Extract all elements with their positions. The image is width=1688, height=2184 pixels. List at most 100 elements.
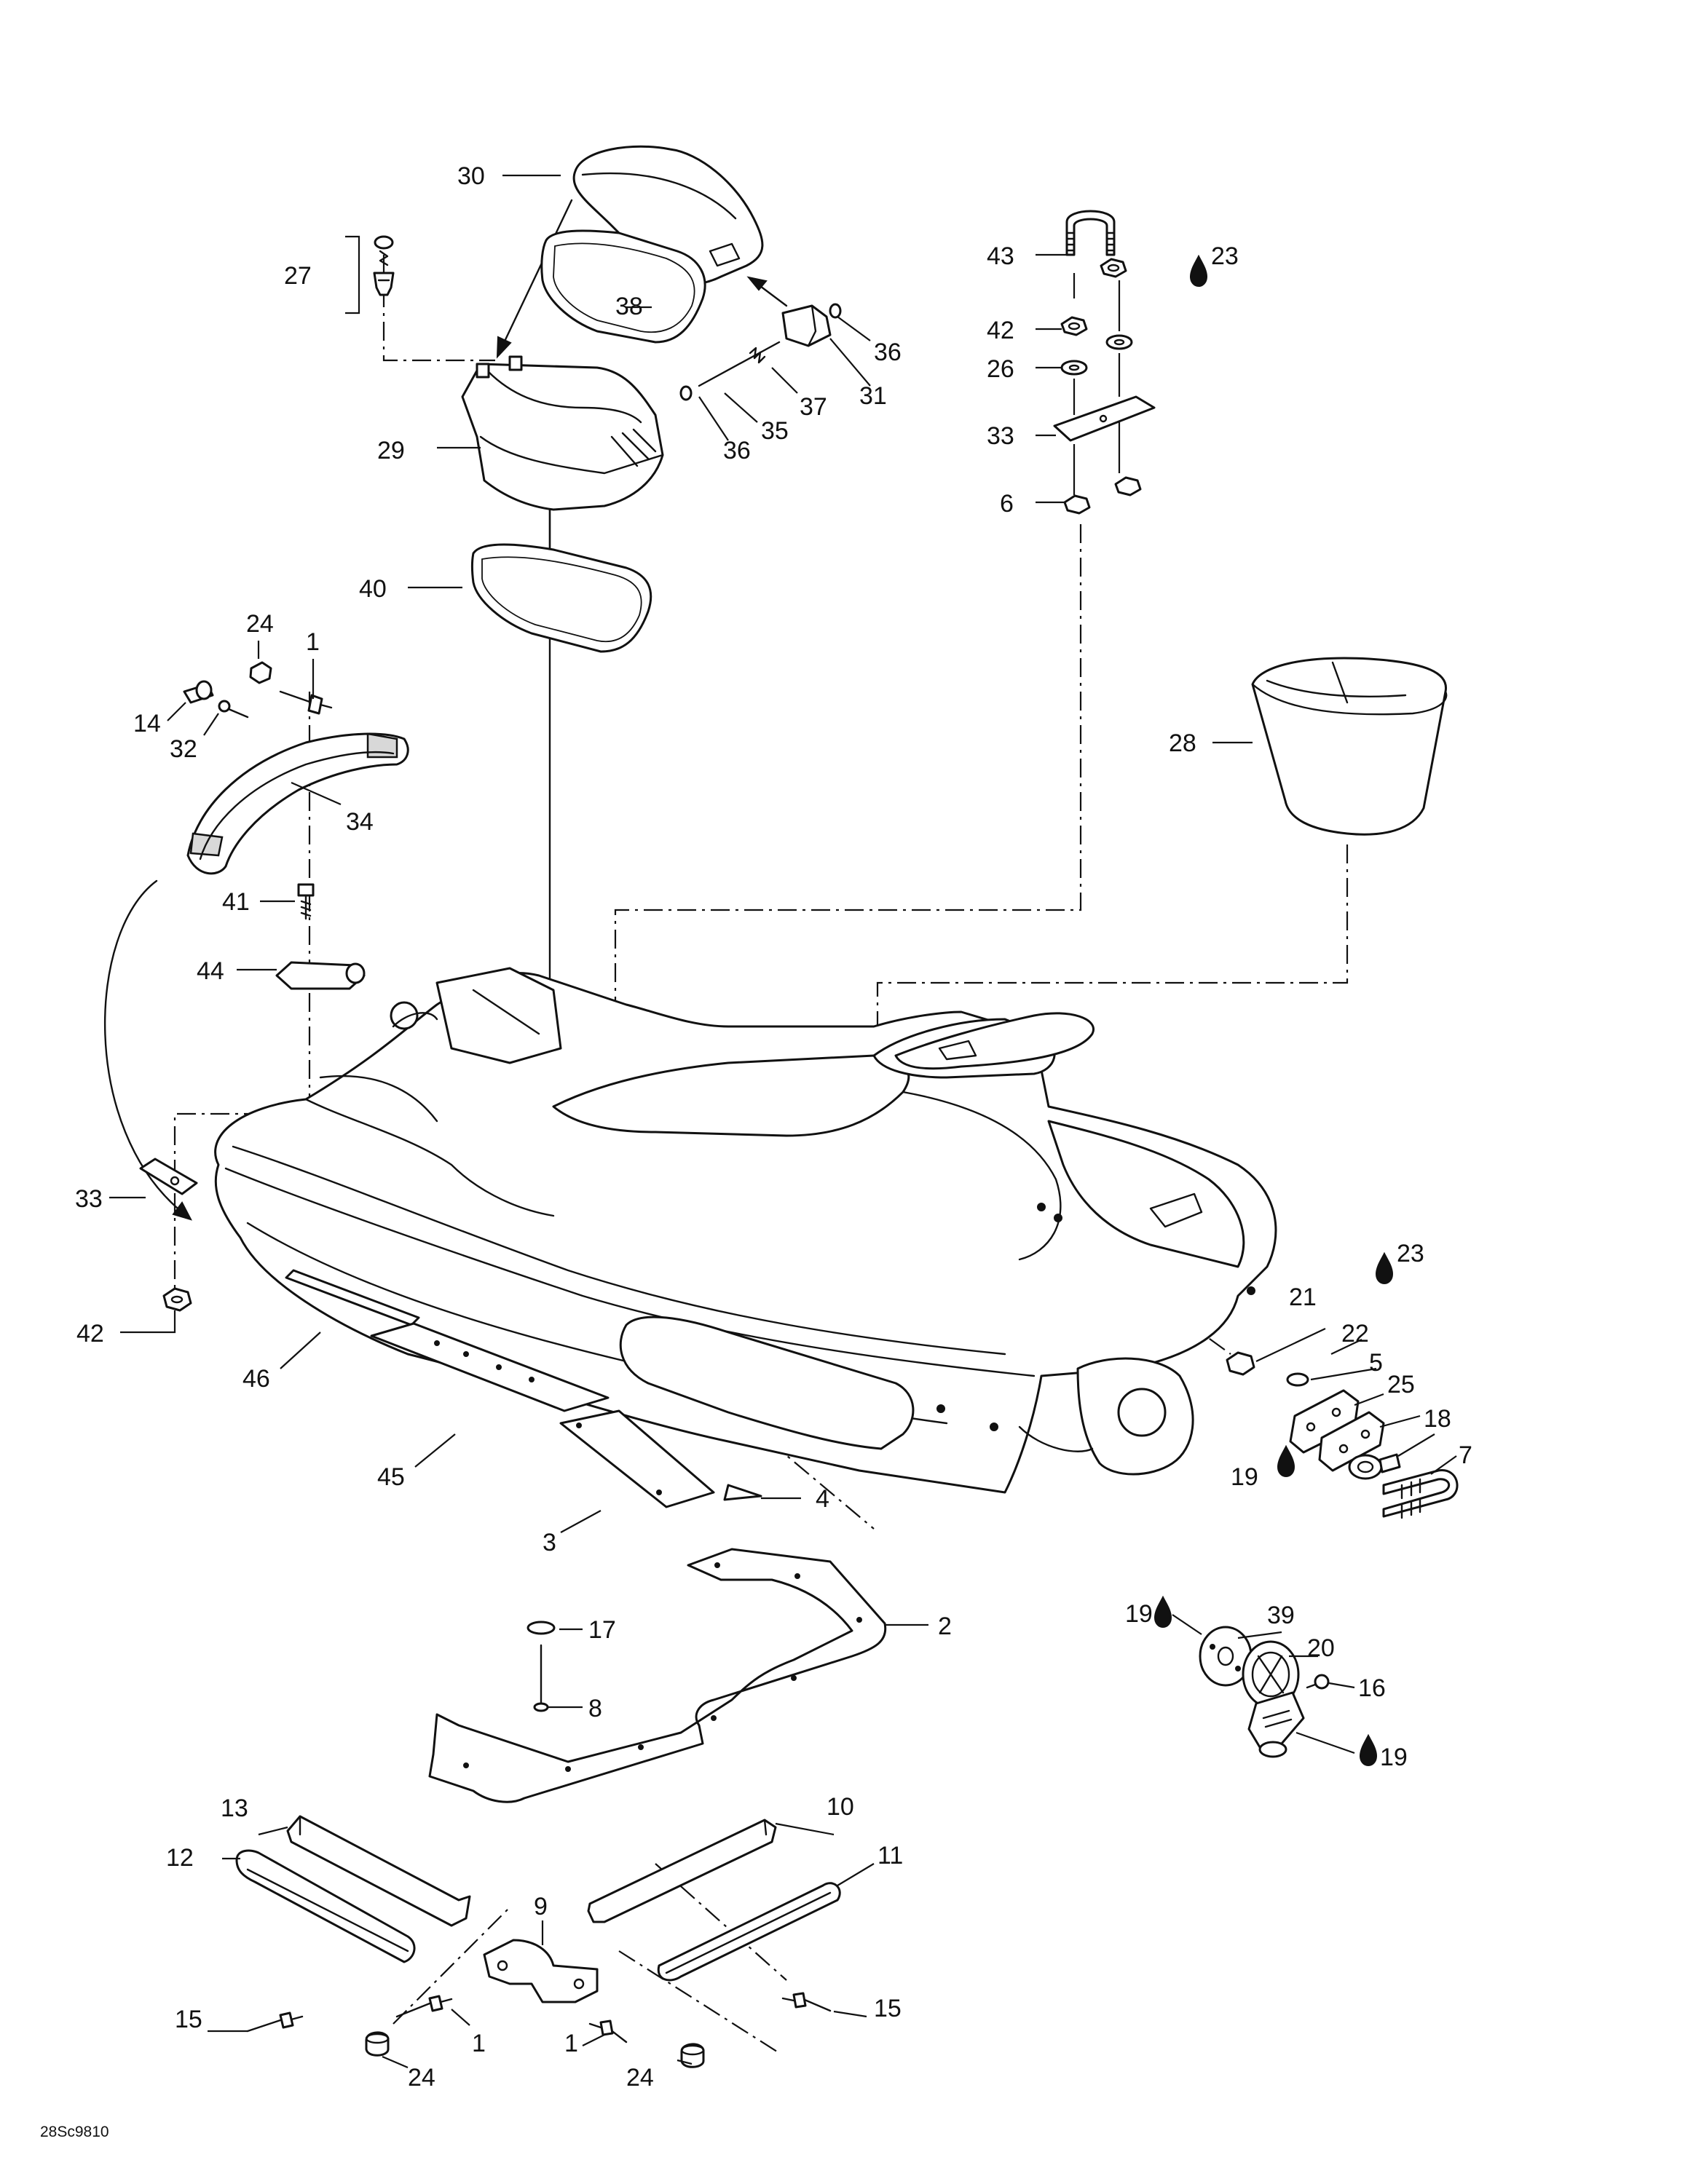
callout-37: 37	[800, 393, 827, 421]
callout-2: 2	[938, 1613, 952, 1640]
callout-25: 25	[1387, 1371, 1415, 1398]
callout-9: 9	[534, 1893, 548, 1920]
part-10-rail	[587, 1819, 777, 1923]
callout-15: 15	[175, 2006, 202, 2033]
part-42-nuts-top	[1060, 258, 1127, 336]
callout-31: 31	[859, 382, 887, 410]
part-43-u-bolt	[1065, 210, 1116, 256]
part-46-strip	[285, 1269, 420, 1326]
part-26-washers	[1060, 334, 1133, 376]
callout-43: 43	[987, 242, 1014, 270]
part-15-rivet-left	[246, 2011, 304, 2033]
part-33-plate-left	[139, 1158, 198, 1195]
callout-36: 36	[874, 339, 902, 366]
callout-3: 3	[543, 1529, 556, 1556]
part-36-washers	[679, 303, 842, 401]
part-12-rail	[235, 1849, 416, 1963]
callout-8: 8	[588, 1695, 602, 1722]
part-38-gasket	[540, 229, 706, 344]
callout-35: 35	[761, 417, 789, 445]
part-24-nut-top	[249, 661, 272, 684]
part-29-glove-box	[461, 355, 664, 511]
callout-16: 16	[1358, 1674, 1386, 1702]
callout-24: 24	[626, 2064, 654, 2092]
part-18-eye	[1348, 1453, 1401, 1480]
part-28-cup-holder	[1251, 657, 1448, 836]
callout-28: 28	[1169, 729, 1196, 757]
part-44-bracket	[275, 961, 366, 990]
callout-33: 33	[75, 1185, 103, 1213]
callout-33: 33	[987, 422, 1014, 450]
callout-24: 24	[246, 610, 274, 638]
part-4-wedge	[723, 1484, 762, 1501]
callout-7: 7	[1459, 1441, 1472, 1469]
part-34-grab-handle	[186, 732, 409, 875]
part-11-rail	[657, 1882, 841, 1982]
part-24-cap-lower-left	[365, 2031, 390, 2057]
part-33-plate-top	[1053, 395, 1156, 442]
callout-23: 23	[1211, 242, 1239, 270]
callout-24: 24	[408, 2064, 435, 2092]
callout-39: 39	[1267, 1602, 1295, 1629]
part-1-rivet-lower-right	[588, 2019, 628, 2043]
part-13-rail	[286, 1815, 471, 1927]
callout-21: 21	[1289, 1283, 1317, 1311]
leader-lines	[109, 174, 1457, 2069]
part-22-washer	[1286, 1372, 1309, 1387]
part-24-cap-lower-right	[680, 2043, 705, 2068]
callout-22: 22	[1341, 1320, 1369, 1348]
part-40-gasket	[471, 543, 652, 653]
hull-body	[214, 967, 1277, 1494]
callout-34: 34	[346, 808, 374, 836]
callout-6: 6	[1000, 490, 1014, 518]
part-15-rivet-right	[781, 1992, 832, 2012]
part-37-spring	[749, 347, 766, 364]
callout-1: 1	[306, 628, 320, 656]
part-9-connector	[483, 1939, 599, 2003]
callout-32: 32	[170, 735, 197, 763]
callout-23: 23	[1397, 1240, 1424, 1267]
callout-labels: 30 38 36 31 37 35 36 27 29 40 43 23 42 2…	[75, 162, 1472, 2092]
callout-36: 36	[723, 437, 751, 464]
part-16-screw	[1306, 1674, 1330, 1690]
callout-38: 38	[615, 293, 643, 320]
callout-15: 15	[874, 1995, 902, 2022]
part-31-latch	[781, 304, 832, 347]
diagram-code: 28Sc9810	[40, 2124, 109, 2140]
callout-27: 27	[284, 262, 312, 290]
part-25-plate	[1318, 1411, 1385, 1472]
callout-46: 46	[242, 1365, 270, 1393]
callout-4: 4	[816, 1485, 829, 1513]
part-27-push-rivet	[345, 235, 395, 314]
part-42-nut-left	[162, 1287, 192, 1312]
part-1-rivet-lower-left	[395, 1995, 453, 2018]
part-7-u-bolt	[1382, 1469, 1459, 1519]
callout-45: 45	[377, 1463, 405, 1491]
part-3-pad	[559, 1409, 715, 1508]
part-17-cap	[526, 1621, 556, 1635]
part-21-nut	[1226, 1351, 1255, 1376]
callout-30: 30	[457, 162, 485, 190]
part-30-glove-box-lid	[572, 145, 764, 287]
callout-1: 1	[564, 2030, 578, 2057]
callout-19: 19	[1231, 1463, 1258, 1491]
callout-18: 18	[1424, 1405, 1451, 1433]
sealant-drop-icon	[1153, 254, 1394, 1767]
callout-19: 19	[1125, 1600, 1153, 1628]
callout-26: 26	[987, 355, 1014, 383]
callout-42: 42	[987, 317, 1014, 344]
part-41-bolt	[297, 883, 315, 920]
part-35-rod	[698, 341, 781, 387]
part-2-hull-plate	[428, 1548, 887, 1803]
callout-11: 11	[877, 1842, 903, 1870]
callout-19: 19	[1380, 1744, 1408, 1771]
callout-12: 12	[166, 1844, 194, 1872]
callout-14: 14	[133, 710, 161, 737]
callout-40: 40	[359, 575, 387, 603]
part-6-nuts	[1063, 476, 1142, 515]
callout-13: 13	[221, 1795, 248, 1822]
callout-42: 42	[76, 1320, 104, 1348]
callout-10: 10	[827, 1793, 854, 1821]
callout-41: 41	[222, 888, 250, 916]
